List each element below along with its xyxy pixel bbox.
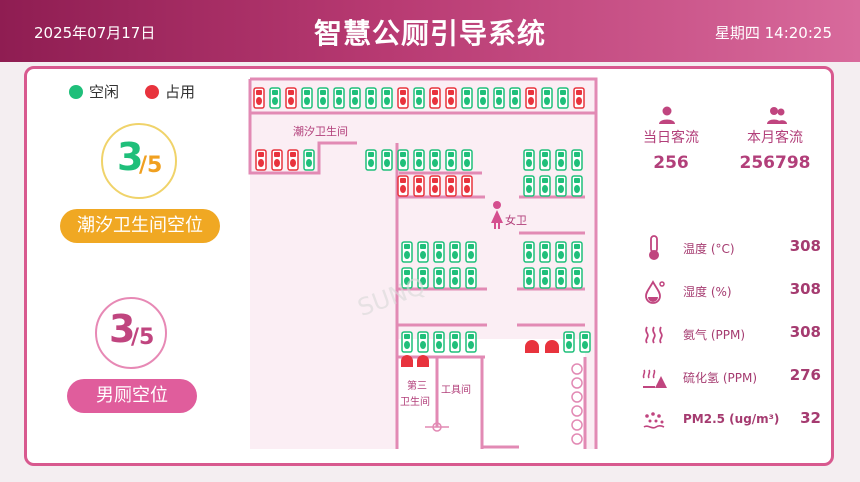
third-room-urinals (401, 355, 429, 367)
env-row-pm25: PM2.5 (ug/m³) 32 (639, 405, 829, 435)
urinal-row (525, 331, 591, 353)
main-panel: 空闲 占用 3 /5 潮汐卫生间空位 3 /5 男厕空位 (24, 66, 834, 466)
person-icon (655, 105, 679, 125)
hydrogen-sulfide-icon (639, 362, 669, 392)
env-row-temperature: 温度 (°C) 308 (639, 233, 829, 263)
humidity-value: 308 (789, 280, 821, 298)
legend-occupied: 占用 (145, 81, 195, 102)
legend: 空闲 占用 (69, 81, 195, 102)
third-room-label-1: 第三 (407, 379, 427, 392)
stall-row-mid-top (365, 149, 473, 171)
today-traffic-value: 256 (653, 153, 689, 173)
temperature-value: 308 (789, 237, 821, 255)
today-traffic-label: 当日客流 (643, 130, 699, 146)
temperature-label: 温度 (°C) (683, 242, 735, 256)
header-bar: 2025年07月17日 智慧公厕引导系统 星期四 14:20:25 (0, 0, 860, 62)
hydrogen-sulfide-label: 硫化氢 (PPM) (683, 371, 758, 385)
ammonia-value: 308 (789, 323, 821, 341)
pm25-label: PM2.5 (ug/m³) (683, 412, 780, 426)
men-count-circle: 3 /5 (95, 297, 167, 369)
clock-display: 星期四 14:20:25 (714, 24, 832, 42)
pm25-icon (639, 405, 669, 435)
stall-row-top (253, 87, 585, 109)
tidal-total: /5 (139, 153, 163, 178)
women-room-label: 女卫 (505, 213, 527, 227)
humidity-icon (639, 276, 669, 306)
ammonia-icon (639, 319, 669, 349)
tidal-label-pill: 潮汐卫生间空位 (60, 209, 220, 243)
floor-plan: 潮汐卫生间 (247, 77, 599, 453)
group-icon (765, 105, 789, 125)
occupied-dot-icon (145, 84, 160, 99)
page-title: 智慧公厕引导系统 (313, 17, 546, 50)
men-available: 3 (109, 307, 136, 351)
env-row-ammonia: 氨气 (PPM) 308 (639, 319, 829, 349)
pm25-value: 32 (800, 409, 821, 427)
floor-plan-svg: 潮汐卫生间 (248, 77, 598, 449)
tool-room-label: 工具间 (441, 383, 471, 396)
month-traffic-value: 256798 (739, 153, 811, 173)
free-dot-icon (69, 84, 83, 99)
humidity-label: 湿度 (%) (683, 285, 732, 299)
basin-icon (425, 422, 449, 432)
tidal-count-circle: 3 /5 (101, 123, 177, 199)
legend-free-label: 空闲 (89, 83, 120, 101)
third-room-label-2: 卫生间 (400, 395, 430, 408)
month-traffic-label: 本月客流 (747, 130, 803, 146)
corridor-area (250, 79, 596, 449)
env-row-hydrogen-sulfide: 硫化氢 (PPM) 276 (639, 362, 829, 392)
tidal-room-label: 潮汐卫生间 (293, 124, 348, 138)
ammonia-label: 氨气 (PPM) (683, 328, 746, 342)
thermometer-icon (639, 233, 669, 263)
env-row-humidity: 湿度 (%) 308 (639, 276, 829, 306)
men-total: /5 (131, 325, 155, 350)
legend-free: 空闲 (69, 81, 119, 102)
wall-outline (248, 77, 598, 449)
tidal-available: 3 (117, 135, 144, 179)
men-label-pill: 男厕空位 (67, 379, 197, 413)
women-icon (491, 201, 503, 229)
legend-occupied-label: 占用 (165, 83, 196, 101)
sink-column (571, 363, 583, 445)
date-display: 2025年07月17日 (34, 24, 156, 42)
hydrogen-sulfide-value: 276 (789, 366, 821, 384)
